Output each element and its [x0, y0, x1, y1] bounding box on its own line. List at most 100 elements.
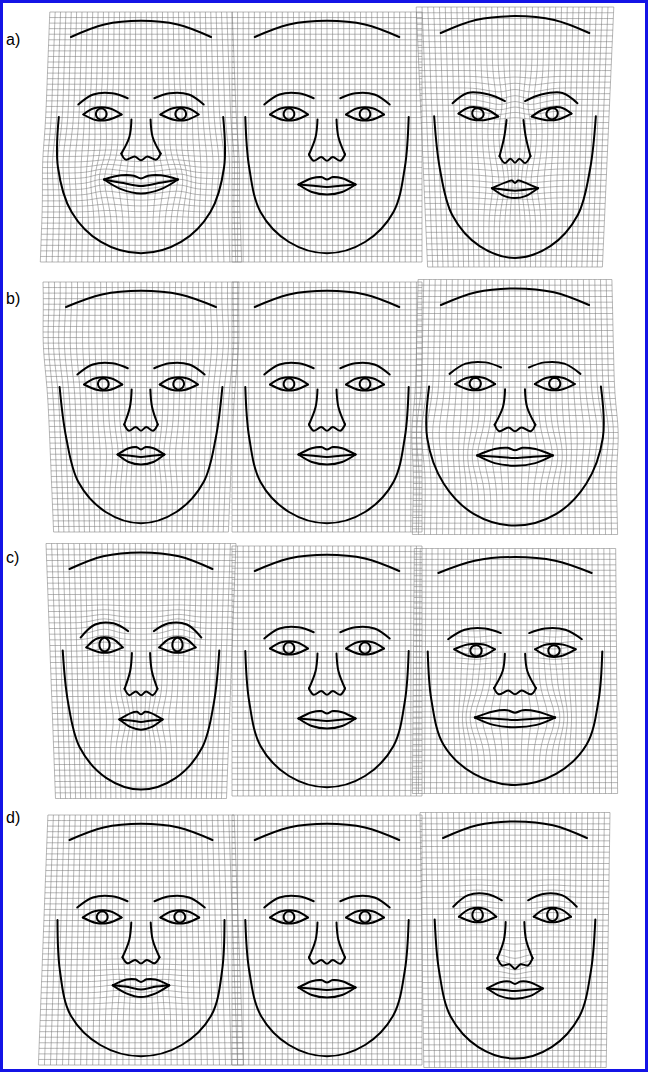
grid-line — [265, 815, 266, 1065]
iris — [284, 912, 295, 923]
grid-line — [44, 909, 237, 910]
lip — [299, 455, 356, 458]
grid-line — [50, 656, 232, 657]
grid-line — [343, 815, 344, 1065]
grid-line — [232, 1059, 422, 1060]
grid-line — [86, 12, 92, 262]
grid-line — [549, 549, 560, 794]
panel-letter: d) — [6, 808, 20, 827]
grid-line — [232, 426, 422, 427]
grid-line — [349, 12, 350, 262]
iris — [173, 379, 184, 390]
grid-line — [50, 649, 232, 651]
grid-line — [223, 282, 234, 532]
grid-line — [414, 575, 616, 576]
grid-line — [176, 282, 182, 532]
grid-line — [413, 415, 617, 416]
eyebrow — [340, 896, 389, 908]
grid-line — [46, 876, 237, 877]
grid-line — [558, 813, 560, 1068]
grid-line — [43, 948, 239, 949]
grid-line — [423, 1033, 606, 1034]
grid-line — [422, 960, 608, 965]
grid-line — [377, 282, 378, 532]
grid-line — [232, 200, 422, 201]
hairline — [66, 291, 216, 307]
grid-line — [47, 583, 234, 584]
grid-line — [45, 365, 237, 366]
grid-line — [212, 815, 219, 1065]
grid-line — [327, 12, 328, 262]
grid-line — [232, 393, 422, 394]
grid-line — [43, 282, 239, 283]
lip — [487, 981, 542, 988]
grid-line — [476, 813, 478, 1068]
grid-line — [232, 84, 422, 85]
grid-line — [232, 134, 422, 135]
grid-line — [271, 546, 272, 796]
grid-line — [282, 282, 283, 532]
grid-line — [349, 815, 350, 1065]
grid-line — [179, 815, 183, 1065]
grid-line — [498, 813, 500, 1068]
grid-line — [616, 549, 618, 794]
grid-line — [168, 12, 178, 262]
grid-line — [421, 846, 610, 847]
grid-line — [237, 546, 238, 796]
grid-line — [43, 155, 239, 156]
grid-line — [354, 815, 355, 1065]
grid-line — [414, 548, 615, 549]
grid-line — [422, 546, 423, 796]
grid-line — [232, 50, 422, 51]
grid-line — [420, 818, 610, 819]
grid-line — [232, 228, 422, 229]
nose — [337, 390, 346, 425]
grid-line — [415, 387, 614, 388]
lip — [492, 181, 538, 189]
grid-line — [421, 901, 608, 903]
grid-line — [414, 608, 616, 609]
grid-line — [232, 415, 422, 416]
jaw-line — [58, 920, 225, 1056]
grid-line — [91, 12, 98, 262]
grid-line — [232, 909, 422, 910]
grid-line — [420, 823, 610, 824]
grid-line — [44, 920, 238, 921]
grid-line — [574, 813, 576, 1068]
grid-line — [43, 343, 238, 344]
grid-line — [416, 7, 427, 267]
grid-line — [232, 487, 422, 488]
grid-line — [254, 546, 255, 796]
grid-line — [52, 504, 229, 505]
grid-line — [417, 330, 613, 331]
grid-line — [321, 12, 322, 262]
grid-line — [421, 111, 609, 114]
grid-line — [590, 813, 593, 1068]
grid-line — [508, 280, 510, 535]
grid-line — [577, 7, 585, 267]
grid-line — [53, 509, 230, 510]
nose — [124, 390, 131, 425]
grid-line — [248, 546, 249, 796]
grid-line — [426, 220, 605, 221]
grid-line — [232, 590, 422, 591]
grid-line — [465, 813, 467, 1068]
grid-line — [49, 614, 234, 617]
grid-line — [159, 282, 164, 532]
grid-line — [282, 546, 283, 796]
grid-line — [48, 820, 235, 821]
grid-line — [40, 1020, 242, 1021]
nose — [337, 654, 346, 689]
grid-line — [412, 443, 618, 444]
grid-line — [423, 1039, 606, 1040]
grid-line — [51, 667, 232, 668]
grid-line — [521, 280, 523, 535]
iris — [546, 108, 557, 119]
iris — [470, 378, 481, 389]
grid-line — [321, 546, 322, 796]
grid-line — [50, 12, 232, 13]
grid-line — [431, 813, 434, 1068]
grid-line — [412, 788, 617, 789]
grid-line — [46, 549, 236, 550]
grid-line — [254, 12, 255, 262]
